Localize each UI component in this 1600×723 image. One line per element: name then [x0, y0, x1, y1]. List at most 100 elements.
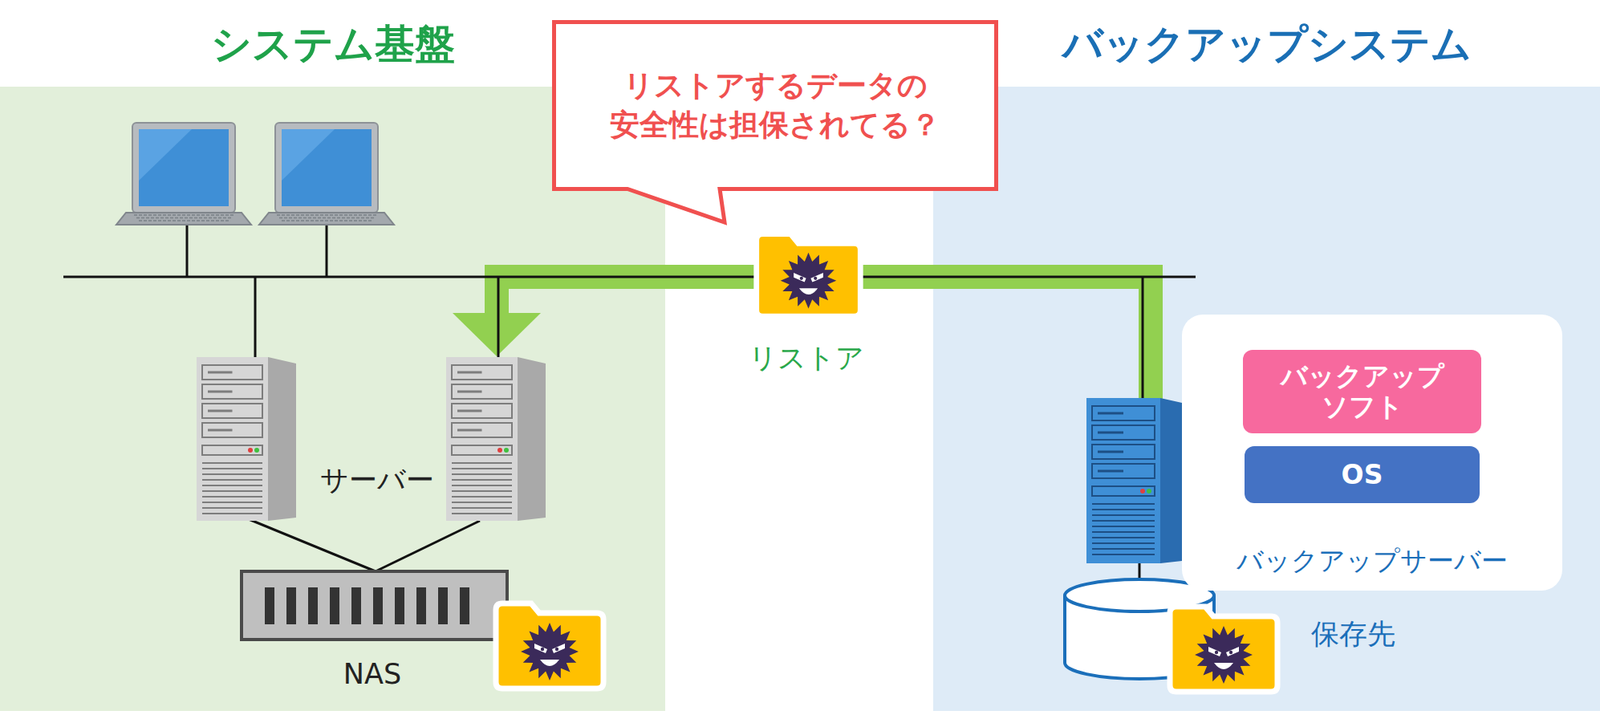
virus-folder-icon-part: [756, 234, 861, 317]
server-icon-part: [207, 390, 233, 394]
virus-folder-icon-part: [555, 647, 559, 651]
server-icon-part: [202, 403, 263, 419]
laptop-icon: [116, 122, 252, 225]
server-icon-part: [451, 445, 512, 455]
network-wire-part: [325, 224, 329, 277]
storage-label: 保存先: [1311, 615, 1396, 654]
box-label: バックアップサーバー: [1181, 543, 1563, 580]
laptop-icon-part: [276, 214, 377, 216]
virus-folder-icon-part: [799, 288, 818, 295]
backup-server-icon-part: [1140, 488, 1146, 494]
laptop-icon-part: [116, 212, 252, 225]
server-icon-part: [202, 445, 263, 455]
laptop-icon-part: [275, 122, 378, 213]
virus-folder-icon-part: [1214, 650, 1219, 654]
server-icon-part: [202, 462, 263, 464]
nas-icon-part: [351, 587, 362, 625]
server-icon-part: [202, 507, 263, 509]
virus-folder-icon-part: [1169, 606, 1278, 692]
virus-folder-icon: [495, 603, 604, 689]
virus-folder-icon-part: [780, 252, 837, 309]
server-icon-part: [457, 371, 483, 374]
nas-icon: [241, 571, 508, 640]
server-icon: [196, 357, 297, 521]
backup-server-icon-part: [1092, 486, 1155, 496]
server-icon-part: [202, 490, 263, 492]
server-icon-part: [503, 447, 509, 453]
virus-folder-icon-part: [495, 603, 604, 689]
server-icon-part: [451, 490, 512, 492]
server-icon-part: [202, 484, 263, 487]
server-icon-part: [196, 357, 269, 521]
network-wire-part: [63, 276, 1196, 279]
backup-server-icon-part: [1092, 531, 1155, 533]
server-icon: [446, 357, 546, 521]
laptop-icon: [259, 122, 394, 225]
nas-icon-part: [438, 587, 448, 625]
backup-server-icon-part: [1092, 553, 1155, 556]
backup-server-icon-part: [1092, 444, 1155, 459]
speech-callout: リストアするデータの 安全性は担保されてる？: [552, 20, 999, 191]
virus-folder-icon-part: [1214, 662, 1234, 670]
server-icon-part: [451, 467, 512, 470]
backup-server-icon-part: [1092, 542, 1155, 545]
software-box: バックアップ ソフト: [1242, 349, 1482, 434]
server-icon-part: [451, 473, 512, 476]
network-wire-part: [497, 276, 500, 359]
laptop-icon-part: [136, 217, 232, 220]
box-label: バックアップ ソフト: [1254, 361, 1471, 423]
backup-server-icon-part: [1097, 470, 1124, 473]
callout-outline: [554, 22, 997, 224]
os-box: OS: [1244, 446, 1480, 504]
server-icon-part: [517, 357, 546, 521]
server-icon-part: [457, 390, 483, 394]
server-icon-part: [446, 357, 518, 521]
backup-server-box: バックアップサーバー バックアップ ソフト OS: [1181, 314, 1563, 591]
restore-label: リストア: [748, 339, 865, 378]
laptop-icon-part: [138, 129, 229, 207]
server-icon-part: [497, 447, 503, 453]
server-icon-part: [207, 429, 233, 432]
laptop-icon-part: [279, 217, 374, 220]
laptop-icon-part: [259, 212, 394, 225]
server-icon-part: [451, 462, 512, 464]
virus-folder-icon-part: [813, 276, 817, 281]
server-icon-part: [207, 371, 233, 374]
virus-folder-icon: [1169, 606, 1278, 692]
server-icon-part: [451, 384, 512, 399]
backup-server-icon-part: [1092, 503, 1155, 505]
server-icon-part: [207, 410, 233, 413]
box-label: OS: [1341, 459, 1384, 491]
virus-folder-icon-part: [1208, 646, 1222, 657]
laptop-icon-part: [138, 219, 229, 222]
laptop-icon-part: [281, 129, 372, 207]
backup-server-icon-part: [1097, 431, 1124, 435]
backup-server-icon-part: [1092, 548, 1155, 550]
backup-server-icon-part: [1092, 536, 1155, 539]
network-wire-part: [186, 224, 189, 277]
server-icon-part: [451, 512, 512, 515]
virus-folder-icon-part: [810, 272, 823, 283]
nas-icon-part: [308, 587, 318, 625]
backup-server-icon-part: [1146, 488, 1152, 494]
backup-server-icon-part: [1092, 514, 1155, 516]
nas-icon-part: [373, 587, 383, 625]
server-icon-part: [202, 512, 263, 515]
server-icon-part: [202, 365, 263, 380]
nas-icon-part: [416, 587, 427, 625]
nas-icon-part: [459, 587, 470, 625]
virus-folder-icon-part: [800, 276, 804, 281]
callout-outline: [552, 20, 999, 191]
backup-server-icon-part: [1092, 519, 1155, 522]
laptop-icon-part: [281, 129, 335, 181]
virus-folder-icon-part: [1229, 650, 1233, 654]
virus-folder-icon-part: [534, 643, 548, 654]
server-icon-part: [202, 422, 263, 438]
server-icon-part: [457, 429, 483, 432]
server-icon-part: [451, 365, 512, 380]
callout-text: リストアするデータの 安全性は担保されてる？: [576, 66, 975, 144]
nas-icon-part: [394, 587, 405, 625]
backup-server-icon-part: [1097, 412, 1124, 415]
virus-folder-icon-part: [1226, 646, 1239, 657]
